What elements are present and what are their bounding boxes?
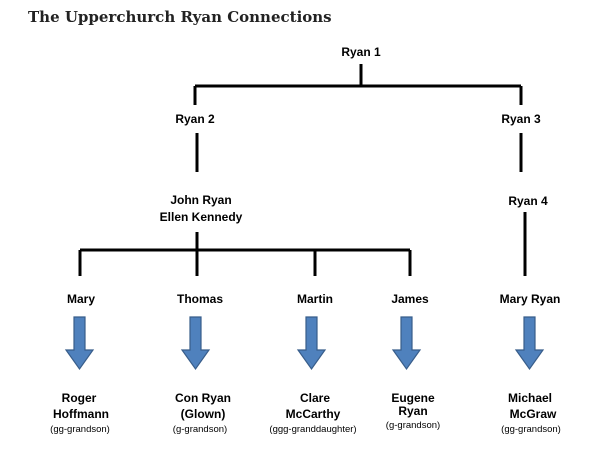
node-mary: Mary xyxy=(67,292,95,306)
descendant-relation: (gg-grandson) xyxy=(50,424,110,435)
node-ellen-kennedy: Ellen Kennedy xyxy=(160,210,243,224)
descendant-name-line2: McGraw xyxy=(510,407,557,421)
down-arrow-icon xyxy=(296,316,327,371)
descendant-relation: (g-grandson) xyxy=(173,424,227,435)
page-title: The Upperchurch Ryan Connections xyxy=(28,8,332,26)
descendant-name-line1: Clare xyxy=(300,391,330,405)
descendant-relation: (ggg-granddaughter) xyxy=(269,424,356,435)
descendant-name-line1: Roger xyxy=(62,391,97,405)
down-arrow-icon xyxy=(514,316,545,371)
tree-connectors xyxy=(78,64,527,276)
descendant-michael-mcgraw: Michael McGraw (gg-grandson) xyxy=(501,391,561,435)
node-ryan-1: Ryan 1 xyxy=(341,45,381,59)
descendant-name-line1: Michael xyxy=(508,391,552,405)
descendant-name-line1: Eugene xyxy=(391,391,435,405)
node-mary-ryan: Mary Ryan xyxy=(500,292,561,306)
descendant-name-line2: (Glown) xyxy=(181,407,226,421)
node-ryan-4: Ryan 4 xyxy=(508,194,548,208)
descendant-name-line2: Hoffmann xyxy=(53,407,109,421)
descendant-name-line2: McCarthy xyxy=(286,407,341,421)
descendant-eugene-ryan: Eugene Ryan (g-grandson) xyxy=(386,391,440,431)
node-james: James xyxy=(391,292,429,306)
node-ryan-2: Ryan 2 xyxy=(175,112,215,126)
descent-arrows xyxy=(64,316,545,371)
node-thomas: Thomas xyxy=(177,292,223,306)
descendant-con-ryan: Con Ryan (Glown) (g-grandson) xyxy=(173,391,231,435)
descendant-relation: (gg-grandson) xyxy=(501,424,561,435)
descendant-name-line2: Ryan xyxy=(398,404,427,418)
descendant-name-line1: Con Ryan xyxy=(175,391,231,405)
down-arrow-icon xyxy=(64,316,95,371)
descendant-clare-mccarthy: Clare McCarthy (ggg-granddaughter) xyxy=(269,391,356,435)
down-arrow-icon xyxy=(180,316,211,371)
descendant-roger-hoffmann: Roger Hoffmann (gg-grandson) xyxy=(50,391,110,435)
descendant-relation: (g-grandson) xyxy=(386,420,440,431)
node-martin: Martin xyxy=(297,292,333,306)
down-arrow-icon xyxy=(391,316,422,371)
node-john-ryan: John Ryan xyxy=(170,193,231,207)
node-ryan-3: Ryan 3 xyxy=(501,112,541,126)
